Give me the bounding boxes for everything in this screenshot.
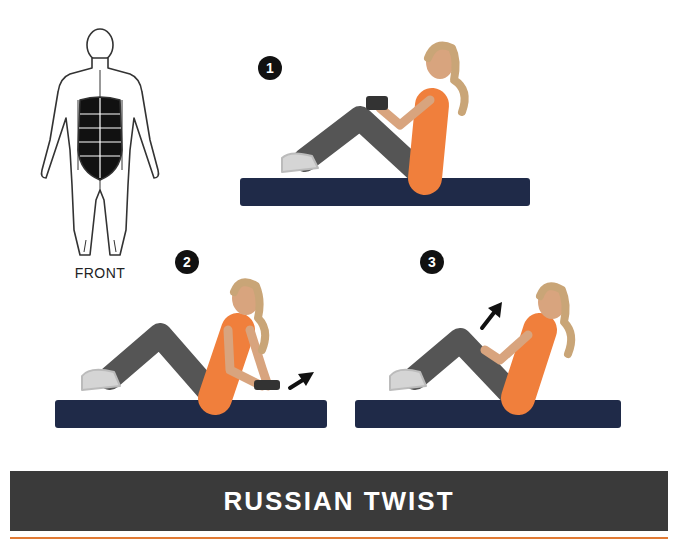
view-label: FRONT [75,265,126,281]
callout-number: 3 [420,250,444,274]
title-bar [10,471,668,531]
callout-number: 1 [258,56,282,80]
callout-number: 2 [175,250,199,274]
athlete-figure [82,281,314,398]
athlete-figure [390,285,571,398]
title: RUSSIAN TWIST [223,486,454,517]
athlete-figure [282,45,465,178]
accent-line [10,537,668,539]
exercise-mat [55,178,621,428]
muscle-chart [42,29,159,255]
